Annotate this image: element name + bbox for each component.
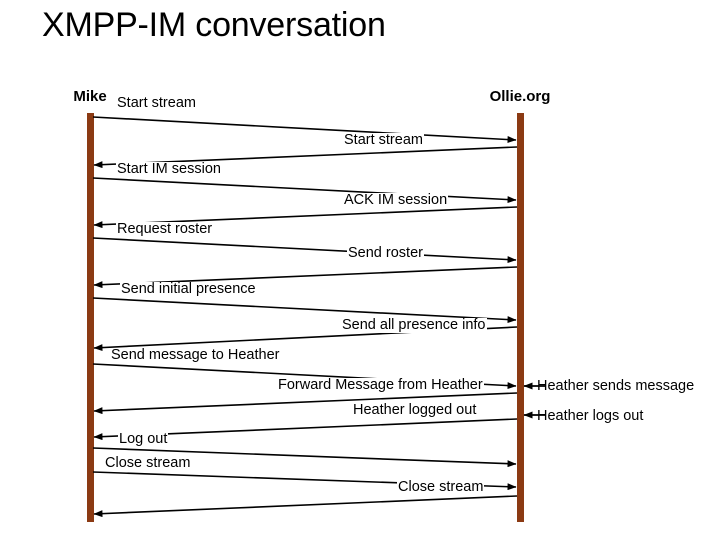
actor-label-ollie: Ollie.org <box>489 88 551 105</box>
lifeline-ollie <box>516 113 524 522</box>
message-label: Start stream <box>343 132 424 149</box>
message-label: ACK IM session <box>343 192 449 209</box>
lifeline-mike <box>86 113 94 522</box>
message-arrow <box>93 495 518 518</box>
message-arrow <box>92 116 517 144</box>
message-label: Forward Message from Heather <box>277 377 484 394</box>
message-label: Request roster <box>116 221 214 238</box>
side-note-heather-sends-message: Heather sends message <box>537 378 695 394</box>
message-arrow <box>92 177 517 204</box>
message-label: Start stream <box>116 95 197 112</box>
message-label: Close stream <box>397 479 485 496</box>
message-label: Send initial presence <box>120 281 257 298</box>
message-label: Send all presence info <box>341 317 487 334</box>
message-label: Log out <box>118 431 169 448</box>
message-label: Start IM session <box>116 161 222 178</box>
page-title: XMPP-IM conversation <box>42 6 386 44</box>
message-arrow <box>92 237 517 264</box>
message-label: Heather logged out <box>352 402 478 419</box>
message-label: Send roster <box>347 245 424 262</box>
actor-label-mike: Mike <box>73 88 107 105</box>
message-label: Send message to Heather <box>110 347 281 364</box>
message-label: Close stream <box>104 455 192 472</box>
side-note-heather-logs-out: Heather logs out <box>537 408 644 424</box>
